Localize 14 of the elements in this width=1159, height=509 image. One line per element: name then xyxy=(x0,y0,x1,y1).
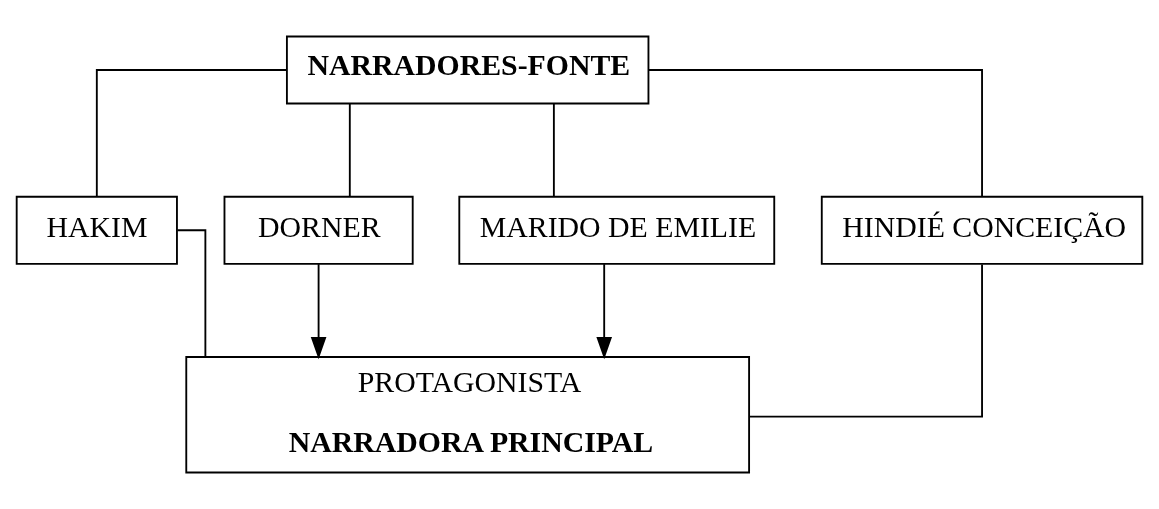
connector xyxy=(176,229,207,358)
arrow xyxy=(310,263,327,360)
arrow xyxy=(596,263,613,360)
connector xyxy=(648,69,983,198)
connector xyxy=(748,263,983,418)
connector xyxy=(348,103,351,198)
node-box: DORNER xyxy=(223,195,414,265)
connector xyxy=(552,103,555,198)
node-box: NARRADORES-FONTE xyxy=(286,35,650,105)
node-box: MARIDO DE EMILIE xyxy=(458,195,776,265)
node-box: HINDIÉ CONCEIÇÃO xyxy=(820,195,1144,265)
connector xyxy=(95,69,288,198)
node-box: PROTAGONISTA NARRADORA PRINCIPAL xyxy=(185,356,750,474)
node-box: HAKIM xyxy=(15,195,178,265)
